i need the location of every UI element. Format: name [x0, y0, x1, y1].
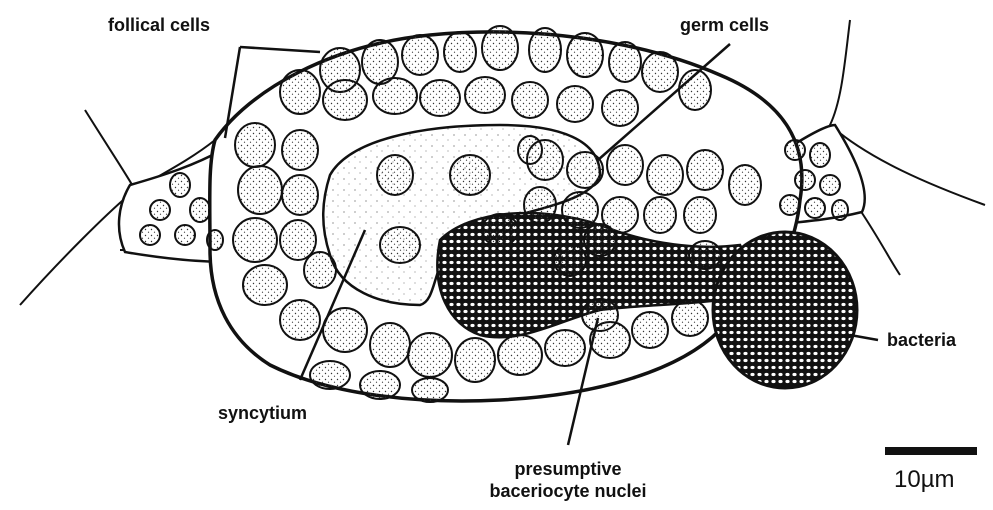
cell — [795, 170, 815, 190]
cell — [455, 338, 495, 382]
cell — [408, 333, 452, 377]
cell — [190, 198, 210, 222]
cell — [282, 175, 318, 215]
cell — [820, 175, 840, 195]
cell — [207, 230, 223, 250]
cell — [524, 187, 556, 223]
label-follical-cells: follical cells — [108, 14, 210, 36]
scale-bar — [885, 447, 977, 455]
cell — [465, 77, 505, 113]
bacteria-sphere — [713, 232, 857, 388]
label-presumptive-line2: baceriocyte nuclei — [448, 480, 688, 502]
cell — [282, 130, 318, 170]
cell — [584, 224, 616, 256]
cell — [444, 32, 476, 72]
cell — [545, 330, 585, 366]
cell — [370, 323, 410, 367]
cell — [602, 90, 638, 126]
cell — [377, 155, 413, 195]
cell — [780, 195, 800, 215]
cell — [140, 225, 160, 245]
cell — [554, 244, 586, 276]
cell — [498, 335, 542, 375]
cell — [832, 200, 848, 220]
cell — [310, 361, 350, 389]
cell — [243, 265, 287, 305]
cell — [412, 378, 448, 402]
cell — [323, 80, 367, 120]
cell — [304, 252, 336, 288]
cell — [672, 300, 708, 336]
label-syncytium: syncytium — [218, 402, 307, 424]
cell — [280, 70, 320, 114]
cell — [280, 300, 320, 340]
label-presumptive-line1: presumptive — [448, 458, 688, 480]
cell — [609, 42, 641, 82]
cell — [567, 152, 603, 188]
cell — [280, 220, 316, 260]
cell — [607, 145, 643, 185]
cell — [562, 192, 598, 228]
label-germ-cells: germ cells — [680, 14, 769, 36]
cell — [170, 173, 190, 197]
cell — [684, 197, 716, 233]
cell — [642, 52, 678, 92]
cell — [482, 214, 518, 246]
cell — [567, 33, 603, 77]
cell — [420, 80, 460, 116]
cell — [632, 312, 668, 348]
cell — [360, 371, 400, 399]
cell — [529, 28, 561, 72]
cell — [150, 200, 170, 220]
cell — [482, 26, 518, 70]
cell — [233, 218, 277, 262]
leader-follical-1 — [240, 47, 320, 52]
cell — [380, 227, 420, 263]
cell — [557, 86, 593, 122]
cell — [175, 225, 195, 245]
cell — [402, 35, 438, 75]
label-presumptive: presumptive baceriocyte nuclei — [448, 458, 688, 502]
cell — [805, 198, 825, 218]
cell — [785, 140, 805, 160]
cell — [644, 197, 676, 233]
cell — [512, 82, 548, 118]
cell — [582, 299, 618, 331]
scale-bar-label: 10µm — [894, 466, 955, 494]
cell — [810, 143, 830, 167]
cell — [687, 150, 723, 190]
cell — [647, 155, 683, 195]
cell — [373, 78, 417, 114]
cell — [238, 166, 282, 214]
cell — [235, 123, 275, 167]
label-bacteria: bacteria — [887, 329, 956, 351]
cell — [450, 155, 490, 195]
cell — [518, 136, 542, 164]
cell — [689, 241, 721, 269]
cell — [729, 165, 761, 205]
